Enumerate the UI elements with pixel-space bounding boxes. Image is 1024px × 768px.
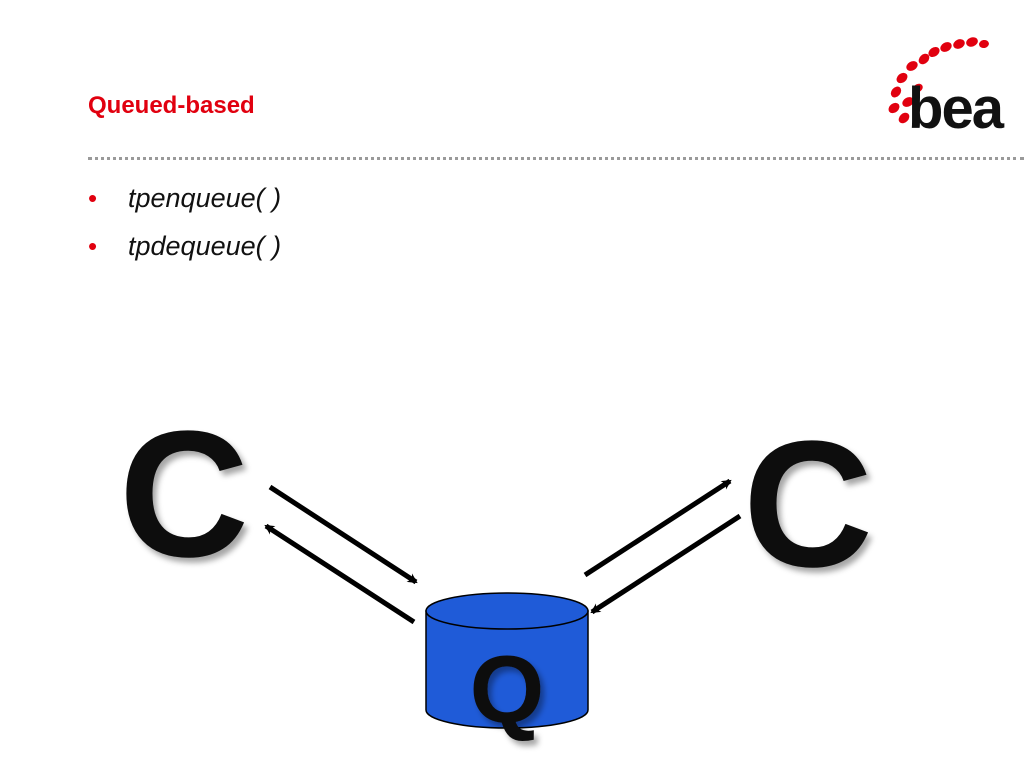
bullet-marker: • — [88, 183, 98, 213]
dequeue-arrow-left — [264, 523, 416, 625]
enqueue-arrow-left — [268, 484, 418, 585]
bullet-text: tpdequeue( ) — [128, 231, 282, 261]
enqueue-arrow-right — [590, 513, 742, 615]
bullet-item-enqueue: • tpenqueue( ) — [88, 178, 281, 226]
slide-title: Queued-based — [88, 92, 255, 119]
bea-logo-icon: bea — [888, 37, 1007, 135]
logo-wordmark: bea — [908, 76, 1005, 135]
bullet-marker: • — [88, 231, 98, 261]
queue-cylinder — [425, 592, 589, 729]
bullet-list: • tpenqueue( ) • tpdequeue( ) — [88, 178, 281, 274]
title-divider — [88, 157, 1024, 160]
client-left-label: C — [119, 394, 249, 595]
client-right-label: C — [743, 404, 873, 605]
bullet-text: tpenqueue( ) — [128, 183, 282, 213]
queue-label: Q — [470, 636, 545, 743]
dequeue-arrow-right — [583, 478, 732, 578]
bullet-item-dequeue: • tpdequeue( ) — [88, 226, 281, 274]
